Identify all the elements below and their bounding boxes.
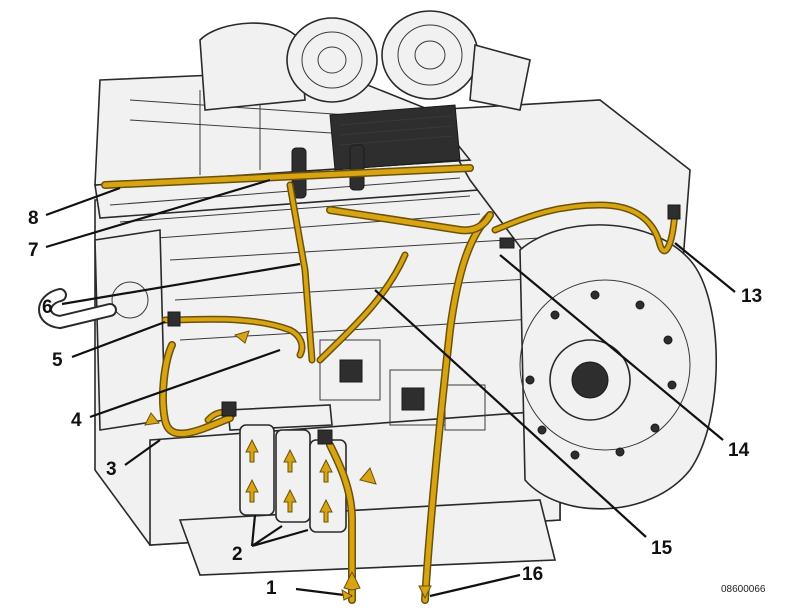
turbochargers	[199, 10, 531, 111]
callout-1: 1	[266, 578, 277, 599]
callout-13: 13	[741, 286, 762, 307]
callout-14: 14	[728, 440, 750, 461]
callout-6: 6	[42, 297, 53, 318]
callout-7: 7	[28, 240, 39, 261]
callout-15: 15	[651, 538, 673, 559]
fuel-lines	[101, 164, 681, 604]
callout-labels: 1 2 3 4 5 6 7 8 13 14 15 16	[28, 208, 762, 599]
flywheel-housing	[178, 224, 718, 576]
callout-8: 8	[28, 208, 39, 229]
callout-4: 4	[71, 410, 82, 431]
fuel-filters	[227, 404, 347, 533]
callout-16: 16	[522, 564, 543, 585]
callout-5: 5	[52, 350, 63, 371]
callout-2: 2	[232, 544, 243, 565]
figure-code: 08600066	[721, 584, 766, 595]
engine-body	[38, 69, 691, 546]
callout-3: 3	[106, 459, 117, 480]
leader-lines	[45, 178, 736, 601]
